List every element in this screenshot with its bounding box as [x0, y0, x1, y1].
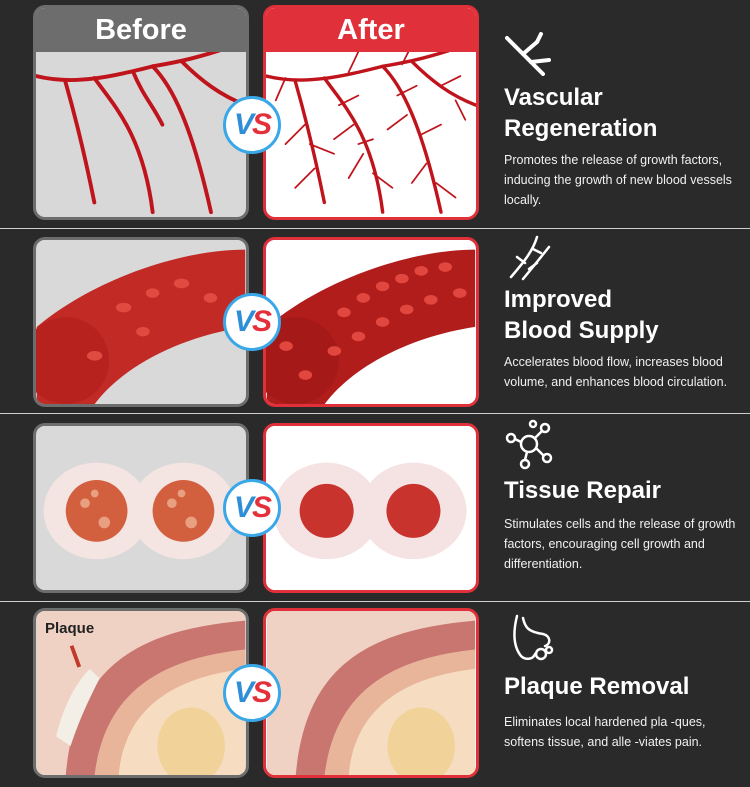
vs-v: V	[233, 305, 254, 338]
joint-with-plaque-illustration	[36, 611, 246, 775]
before-panel-tissue	[33, 423, 249, 593]
after-panel-vascular: After	[263, 5, 479, 220]
section-description: Promotes the release of growth factors, …	[504, 153, 732, 207]
after-panel-plaque	[263, 608, 479, 778]
title-line: Plaque Removal	[504, 673, 690, 700]
vessel-cross-section-illustration	[36, 240, 246, 404]
blood-flow-icon	[509, 235, 551, 281]
after-header: After	[266, 8, 476, 52]
plaque-label: Plaque	[45, 620, 95, 637]
foot-icon	[513, 614, 554, 661]
divider	[0, 601, 750, 602]
title-line: Regeneration	[504, 115, 658, 142]
vessel-branch-icon	[505, 32, 551, 76]
sparse-vessels-illustration	[36, 44, 246, 215]
healthy-cells-illustration	[266, 426, 476, 590]
section-description: Stimulates cells and the release of grow…	[504, 517, 736, 571]
before-panel-vascular: Before	[33, 5, 249, 220]
before-label: Before	[95, 13, 187, 46]
section-description: Eliminates local hardened pla -ques, sof…	[504, 715, 706, 749]
dense-vessels-illustration	[266, 44, 476, 214]
vs-v: V	[233, 676, 254, 709]
title-line: Improved	[504, 286, 613, 313]
cell-network-icon	[505, 419, 553, 470]
section-title: Plaque Removal	[504, 671, 689, 702]
divider	[0, 228, 750, 229]
title-line: Vascular	[504, 84, 603, 111]
before-panel-blood	[33, 237, 249, 407]
section-title: Vascular Regeneration	[504, 82, 657, 144]
title-line: Tissue Repair	[504, 477, 661, 504]
after-label: After	[337, 13, 405, 46]
after-panel-tissue	[263, 423, 479, 593]
title-line: Blood Supply	[504, 317, 659, 344]
section-title: Tissue Repair	[504, 475, 661, 506]
clean-joint-illustration	[266, 611, 476, 775]
before-header: Before	[36, 8, 246, 52]
before-panel-plaque: Plaque	[33, 608, 249, 778]
damaged-cells-illustration	[36, 426, 246, 590]
vessel-many-cells-illustration	[266, 240, 476, 404]
vs-v: V	[233, 491, 254, 524]
vs-s: S	[252, 676, 272, 709]
after-panel-blood	[263, 237, 479, 407]
vs-v: V	[233, 108, 254, 141]
divider	[0, 413, 750, 414]
vs-s: S	[252, 108, 272, 141]
section-description: Accelerates blood flow, increases blood …	[504, 355, 728, 389]
section-title: Improved Blood Supply	[504, 284, 659, 346]
vs-s: S	[252, 491, 272, 524]
vs-s: S	[252, 305, 272, 338]
